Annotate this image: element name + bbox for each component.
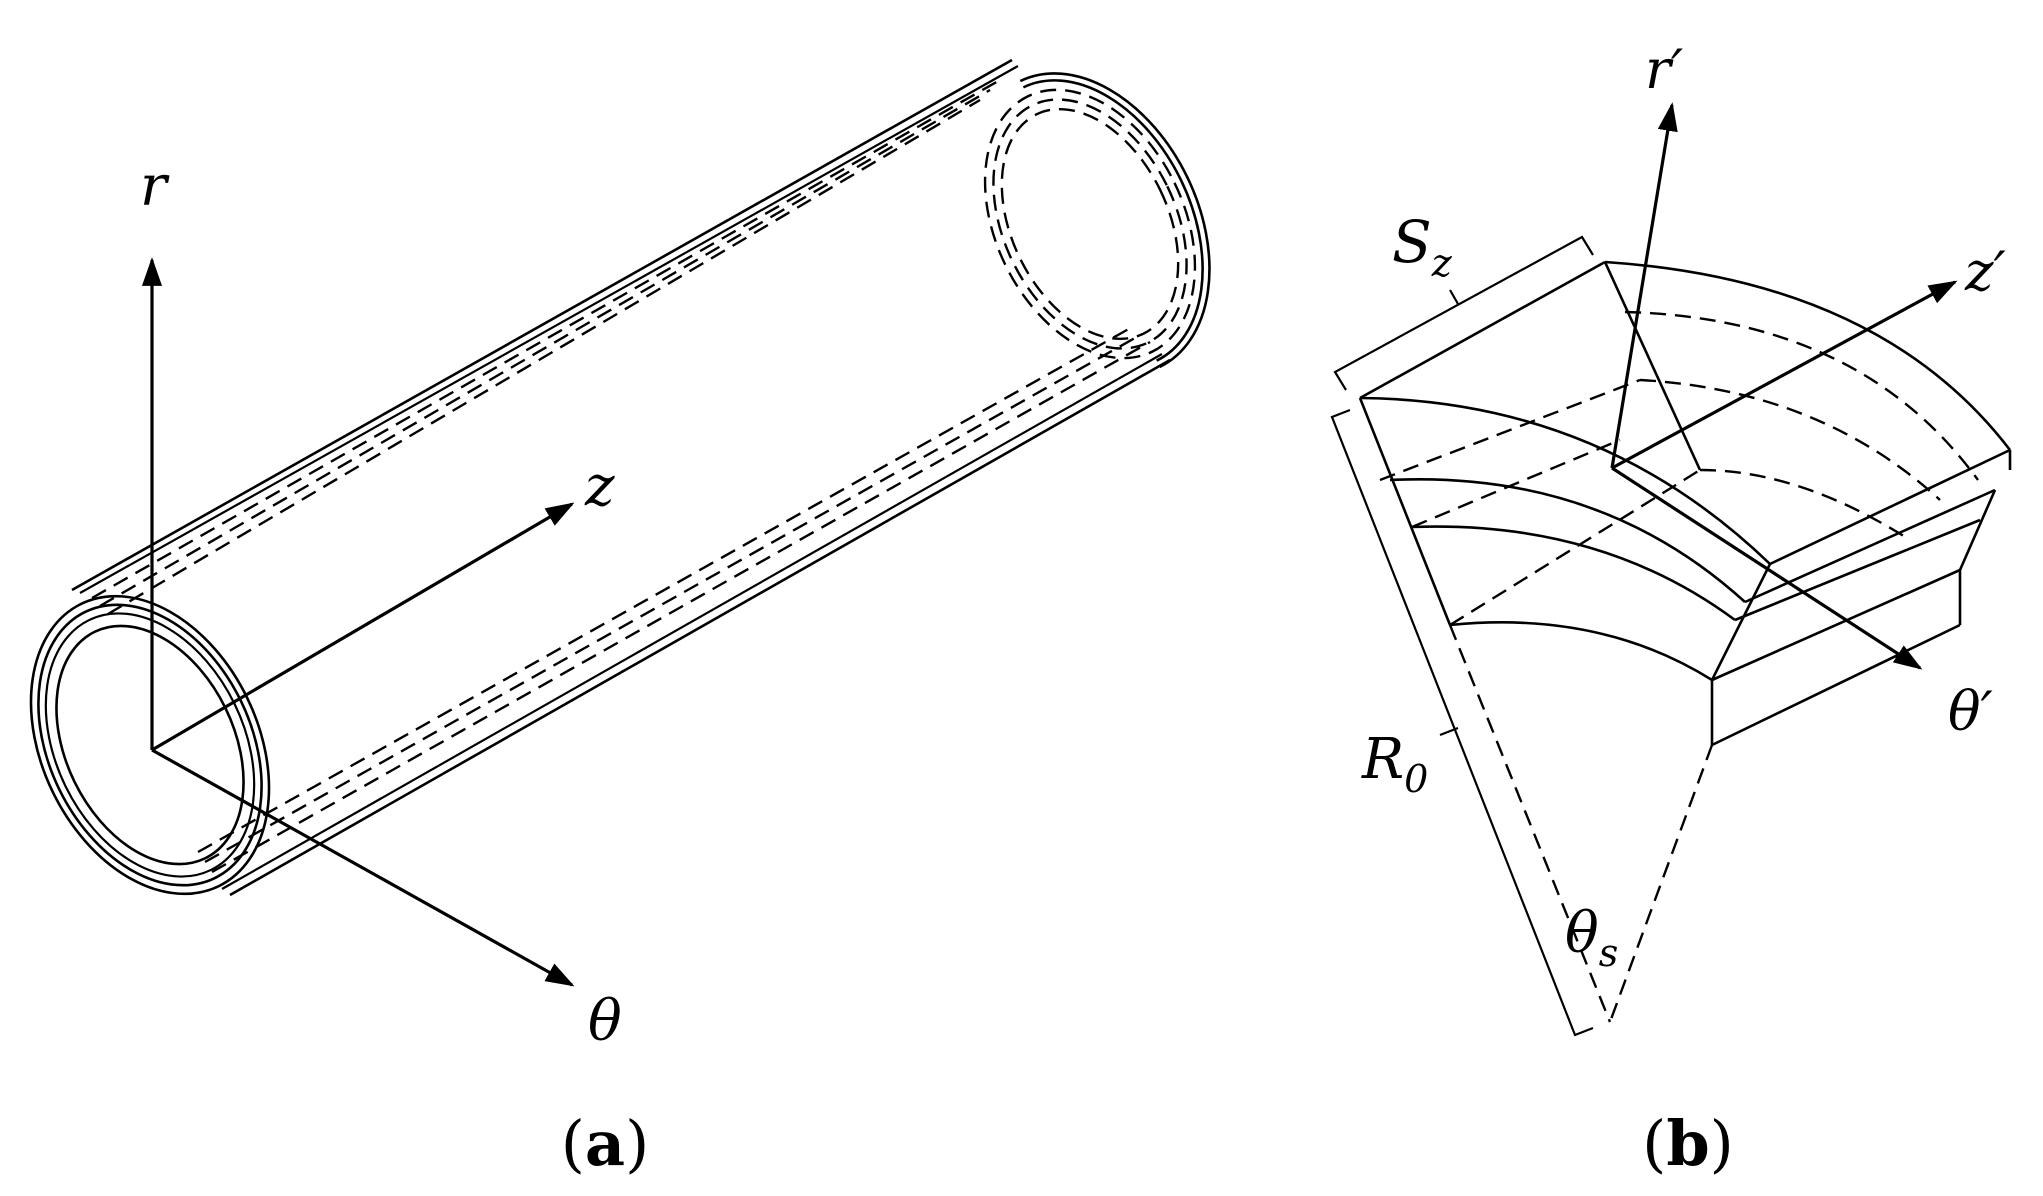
theta-prime-axis-arrow <box>1611 466 1923 670</box>
panel-a-axes <box>141 257 575 987</box>
tube-top-edges <box>71 58 1019 616</box>
z-axis-label: z <box>584 454 615 519</box>
shell-back-arcs <box>1604 260 2012 542</box>
shell-layer-arcs <box>1359 396 1771 682</box>
z-prime-axis-arrow <box>1611 280 1958 470</box>
r-prime-axis-arrow <box>1610 102 1678 469</box>
caption-a: (a) <box>561 1107 650 1180</box>
sz-label: Sz <box>1392 208 1453 285</box>
panel-a-tube-diagram: r z θ (a) <box>29 58 1211 1180</box>
theta-prime-axis-label: θ′ <box>1948 680 1993 743</box>
panel-b-shell-element: r′ z′ θ′ Sz R0 θs (b) <box>1330 38 2012 1180</box>
shell-block-edges <box>1358 260 2012 747</box>
r-axis-label: r <box>140 154 170 219</box>
tube-bottom-edges <box>197 324 1171 897</box>
theta-axis-arrow <box>151 748 575 987</box>
r-prime-axis-label: r′ <box>1645 38 1683 101</box>
z-axis-arrow <box>151 502 575 752</box>
sz-bracket <box>1333 235 1594 391</box>
panel-b-axes <box>1610 102 1958 670</box>
r0-bracket <box>1330 408 1594 1037</box>
caption-b: (b) <box>1642 1107 1734 1180</box>
theta-axis-label: θ <box>588 989 622 1054</box>
z-prime-axis-label: z′ <box>1964 240 2006 303</box>
shell-radial-lines <box>1448 624 1714 1023</box>
theta-s-label: θs <box>1565 901 1618 975</box>
r0-label: R0 <box>1361 727 1428 801</box>
